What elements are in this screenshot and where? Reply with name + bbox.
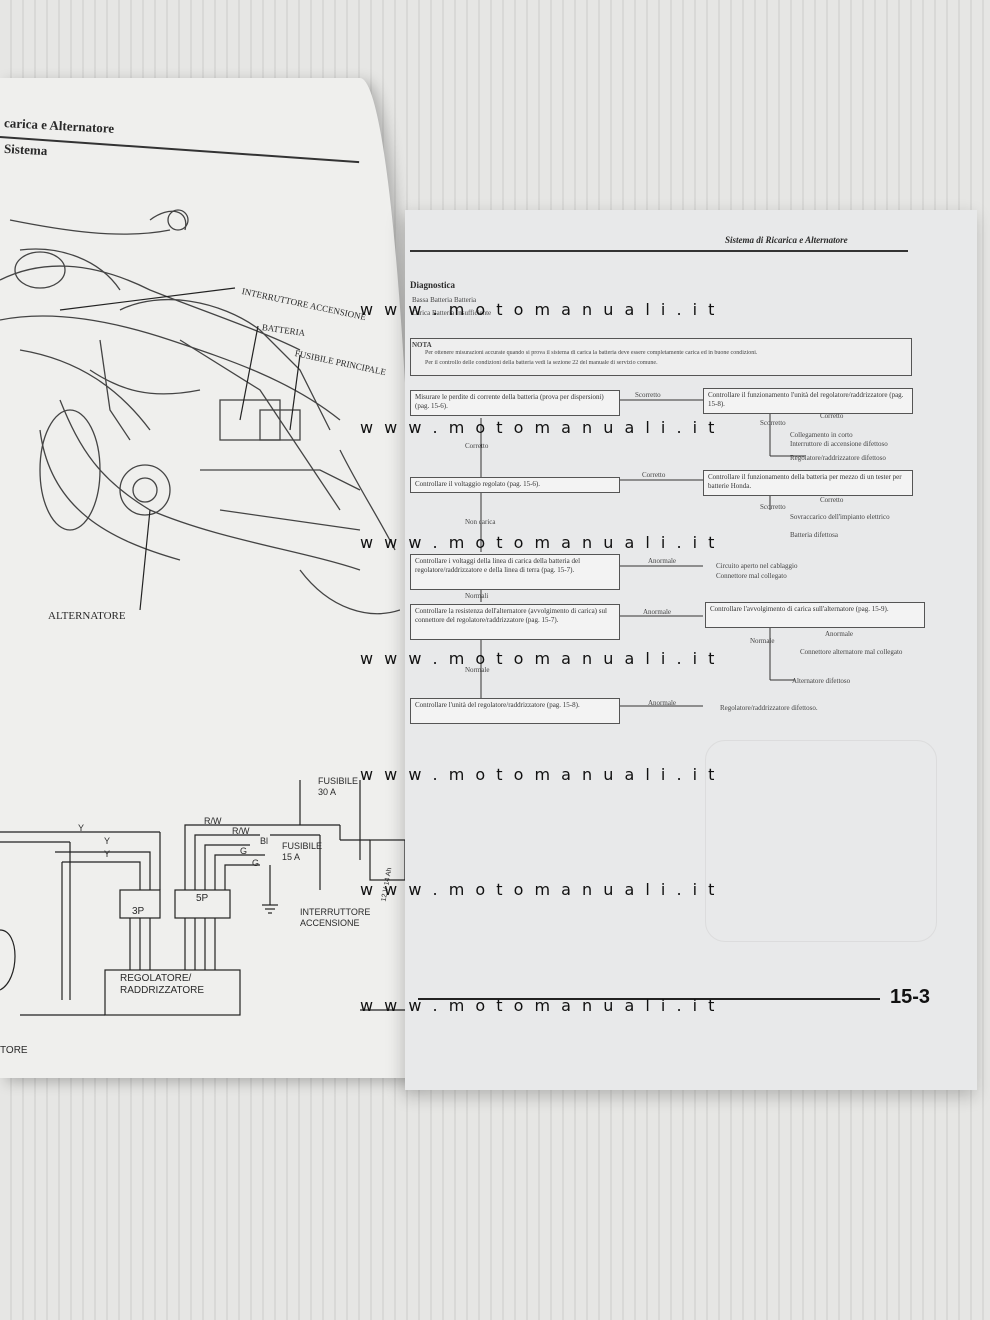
flow-label: Scorretto: [760, 419, 786, 427]
flow-label: Normale: [750, 637, 775, 645]
schematic-fuse30-value: 30 A: [318, 787, 337, 797]
flow-result-1: Controllare il funzionamento l'unità del…: [703, 388, 913, 414]
label-alternator: ALTERNATORE: [48, 610, 126, 622]
note-box: [410, 338, 912, 376]
schematic-fuse15-label: FUSIBILE: [282, 841, 323, 851]
watermark-text: w w w . m o t o m a n u a l i . i t: [360, 765, 718, 784]
flow-outcome: Collegamento in corto: [790, 431, 853, 439]
flow-label: Corretto: [820, 496, 844, 504]
watermark-text: w w w . m o t o m a n u a l i . i t: [360, 300, 718, 319]
flow-result-4: Controllare l'avvolgimento di carica sul…: [705, 602, 925, 628]
flow-label: Non carica: [465, 518, 496, 526]
flow-outcome: Circuito aperto nel cablaggio: [716, 562, 798, 570]
note-text: Per il controllo delle condizioni della …: [425, 360, 658, 366]
schematic-wire-label: Bl: [260, 836, 269, 846]
right-footer-rule: [418, 998, 880, 1000]
schematic-regulator-label: RADDRIZZATORE: [120, 985, 205, 996]
schematic-wire-label: Y: [104, 836, 111, 846]
right-subtitle: Bassa Batteria Batteria: [412, 296, 477, 304]
flow-result-2: Controllare il funzionamento della batte…: [703, 470, 913, 496]
flow-outcome: Interruttore di accensione difettoso: [790, 440, 888, 448]
flow-step-5: Controllare l'unità del regolatore/raddr…: [410, 698, 620, 724]
schematic-fuse30-label: FUSIBILE: [318, 776, 359, 786]
note-label: NOTA: [412, 341, 432, 349]
flow-outcome: Connettore mal collegato: [716, 572, 787, 580]
flow-label: Scorretto: [635, 391, 661, 399]
watermark-text: w w w . m o t o m a n u a l i . i t: [360, 996, 718, 1015]
right-header-rule: [410, 250, 908, 252]
flow-outcome: Sovraccarico dell'impianto elettrico: [790, 513, 890, 521]
watermark-text: w w w . m o t o m a n u a l i . i t: [360, 880, 718, 899]
watermark-text: w w w . m o t o m a n u a l i . i t: [360, 418, 718, 437]
flow-label: Normali: [465, 592, 489, 600]
right-header-title: Sistema di Ricarica e Alternatore: [725, 235, 848, 245]
schematic-ignition-label: INTERRUTTORE: [300, 907, 371, 917]
watermark-text: w w w . m o t o m a n u a l i . i t: [360, 533, 718, 552]
flow-step-4: Controllare la resistenza dell'alternato…: [410, 604, 620, 640]
left-section-title: Sistema: [3, 140, 48, 159]
schematic-wire-label: Y: [104, 849, 111, 859]
schematic-wire-label: G: [240, 846, 248, 856]
flow-label: Corretto: [642, 471, 666, 479]
schematic-fuse15-value: 15 A: [282, 852, 301, 862]
flow-label: Anormale: [825, 630, 853, 638]
flow-label: Normale: [465, 666, 490, 674]
wiring-schematic: [0, 780, 406, 1016]
flow-outcome: Connettore alternatore mal collegato: [800, 648, 903, 656]
flow-label: Corretto: [465, 442, 489, 450]
flow-outcome: Alternatore difettoso: [792, 677, 851, 685]
note-text: Per ottenere misurazioni accurate quando…: [425, 350, 758, 356]
flow-outcome: Batteria difettosa: [790, 531, 839, 539]
flow-outcome: Regolatore/raddrizzatore difettoso: [790, 454, 886, 462]
flow-step-2: Controllare il voltaggio regolato (pag. …: [410, 477, 620, 493]
faded-illustration: [705, 740, 937, 942]
schematic-wire-label: R/W: [204, 816, 222, 826]
flow-label: Corretto: [820, 412, 844, 420]
schematic-wire-label: Y: [78, 823, 85, 833]
schematic-connector-3p: 3P: [132, 906, 145, 917]
right-subtitle: Carica Batteria Insufficiente: [412, 309, 492, 317]
flow-label: Anormale: [648, 557, 676, 565]
flowchart-connectors: [480, 399, 805, 707]
flow-step-3: Controllare i voltaggi della linea di ca…: [410, 554, 620, 590]
motorcycle-illustration: [0, 209, 400, 615]
flow-label: Scorretto: [760, 503, 786, 511]
schematic-connector-5p: 5P: [196, 893, 209, 904]
watermark-text: w w w . m o t o m a n u a l i . i t: [360, 649, 718, 668]
flow-step-1: Misurare le perdite di corrente della ba…: [410, 390, 620, 416]
schematic-bottom-fragment: TORE: [0, 1045, 28, 1056]
flow-outcome: Regolatore/raddrizzatore difettoso.: [720, 704, 818, 712]
schematic-ignition-label: ACCENSIONE: [300, 918, 360, 928]
page-number: 15-3: [890, 986, 931, 1008]
flow-label: Anormale: [648, 699, 676, 707]
schematic-wire-label: R/W: [232, 826, 250, 836]
schematic-wire-label: G: [252, 858, 260, 868]
right-section-title: Diagnostica: [410, 280, 455, 290]
flow-label: Anormale: [643, 608, 671, 616]
schematic-regulator-label: REGOLATORE/: [120, 973, 192, 984]
